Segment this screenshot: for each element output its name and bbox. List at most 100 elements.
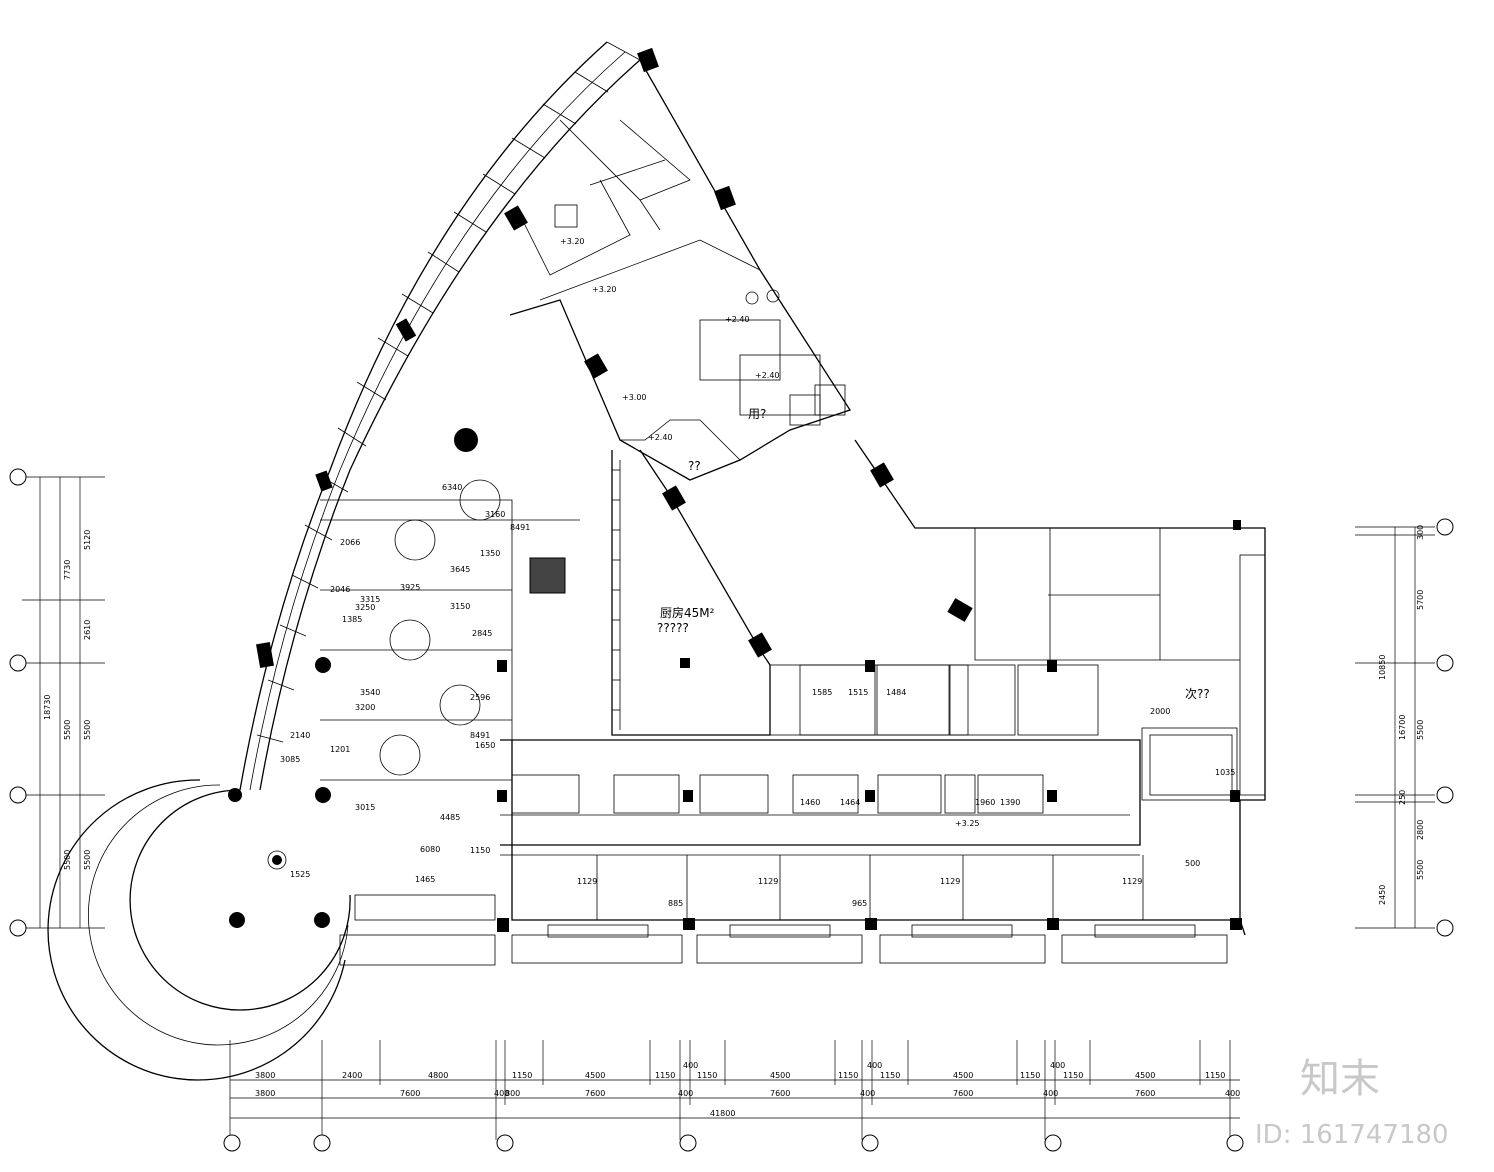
dimension-label: 3315 [360, 595, 380, 604]
dimension-label: 1464 [840, 798, 860, 807]
dimension-label: 1129 [577, 877, 597, 886]
dimension-label: 1150 [838, 1071, 858, 1080]
dimension-label: 10850 [1378, 655, 1387, 680]
dimension-label: 41800 [710, 1109, 735, 1118]
dimension-label: 4800 [428, 1071, 448, 1080]
room-b-label: 用? [748, 407, 766, 421]
dimension-label: 5500 [1416, 860, 1425, 880]
dimension-label: 1650 [475, 741, 495, 750]
dimension-label: 1150 [470, 846, 490, 855]
dimension-label: 1585 [812, 688, 832, 697]
kitchen: 厨房45M² ????? [611, 449, 771, 736]
dimension-label: +3.25 [955, 819, 980, 828]
dimension-label: 5500 [1416, 720, 1425, 740]
level-markers: +3.20 +3.20 +2.40 +2.40 +3.00 +2.40 +3.2… [560, 237, 980, 828]
dimension-label: 1460 [800, 798, 820, 807]
dimension-label: 400 [1225, 1089, 1240, 1098]
dimension-label: 2066 [340, 538, 360, 547]
dimension-label: 4500 [1135, 1071, 1155, 1080]
dimension-label: 1515 [848, 688, 868, 697]
dimension-label: 7600 [953, 1089, 973, 1098]
dimension-label: 1035 [1215, 768, 1235, 777]
dimension-label: 3925 [400, 583, 420, 592]
dimension-label: 3250 [355, 603, 375, 612]
dimension-label: 1150 [655, 1071, 675, 1080]
dimension-label: 8491 [510, 523, 530, 532]
dimension-label: 2610 [83, 620, 92, 640]
dimension-label: 7600 [585, 1089, 605, 1098]
dimension-label: 1390 [1000, 798, 1020, 807]
dimension-label: 1150 [880, 1071, 900, 1080]
dimension-label: 1150 [512, 1071, 532, 1080]
dimension-label: 6340 [442, 483, 462, 492]
dimension-label: 5500 [83, 850, 92, 870]
dimension-label: 4500 [585, 1071, 605, 1080]
dimension-label: 5500 [83, 720, 92, 740]
dimension-label: 965 [852, 899, 867, 908]
dimension-label: 7600 [400, 1089, 420, 1098]
dimension-label: 1129 [758, 877, 778, 886]
dimension-label: 2450 [1378, 885, 1387, 905]
left-dimensions: 7730 5500 5500 5120 2610 5500 5500 18730 [9, 468, 105, 937]
dimension-label: 6080 [420, 845, 440, 854]
curved-facade [239, 41, 641, 791]
dimension-label: 400 [867, 1061, 882, 1070]
dimension-label: 2000 [1150, 707, 1170, 716]
dimension-label: 1201 [330, 745, 350, 754]
dimension-label: 3085 [280, 755, 300, 764]
bottom-dimensions: 3800 2400 4800 1150 4500 1150 1150 4500 … [223, 1040, 1244, 1152]
dimension-label: 1150 [1020, 1071, 1040, 1080]
dimension-label: 8491 [470, 731, 490, 740]
dimension-label: 4485 [440, 813, 460, 822]
dimension-label: 7600 [770, 1089, 790, 1098]
dimension-label: +2.40 [725, 315, 750, 324]
dimension-label: 1350 [480, 549, 500, 558]
dimension-label: +2.40 [648, 433, 673, 442]
dimension-label: 400 [1050, 1061, 1065, 1070]
dimension-label: 1525 [290, 870, 310, 879]
dimension-label: 3160 [485, 510, 505, 519]
watermark-brand: 知末 [1300, 1056, 1380, 1102]
dimension-label: 1150 [1205, 1071, 1225, 1080]
dimension-label: 4500 [953, 1071, 973, 1080]
dimension-label: 400 [683, 1061, 698, 1070]
dimension-label: 2046 [330, 585, 350, 594]
dimension-label: +3.00 [622, 393, 647, 402]
upper-service-wing: ?? 用? [509, 59, 851, 481]
dimension-label: +3.20 [592, 285, 617, 294]
interior-dimensions: 6340 3160 8491 2066 1350 3645 2046 3315 … [280, 483, 1235, 908]
dimension-label: 1465 [415, 875, 435, 884]
structural-columns [256, 47, 973, 669]
room-a-label: ?? [688, 459, 701, 473]
dimension-label: 2140 [290, 731, 310, 740]
rotunda [47, 779, 351, 1081]
dimension-label: 300 [1416, 525, 1425, 540]
dimension-label: 5500 [63, 720, 72, 740]
dimension-label: 3015 [355, 803, 375, 812]
dimension-label: 5500 [63, 850, 72, 870]
guest-rooms [339, 520, 1242, 966]
dimension-label: 5700 [1416, 590, 1425, 610]
dimension-label: 800 [505, 1089, 520, 1098]
right-dimensions: 300 5700 5500 2800 5500 10850 16700 2450… [1355, 518, 1454, 937]
dimension-label: 500 [1185, 859, 1200, 868]
dimension-label: 250 [1398, 790, 1407, 805]
dimension-label: +3.20 [560, 237, 585, 246]
dimension-label: 2845 [472, 629, 492, 638]
dimension-label: 400 [678, 1089, 693, 1098]
kitchen-sublabel: ????? [657, 621, 689, 635]
watermark-id: ID: 161747180 [1255, 1120, 1449, 1150]
dimension-label: 400 [860, 1089, 875, 1098]
dimension-label: +2.40 [755, 371, 780, 380]
dimension-label: 3540 [360, 688, 380, 697]
dimension-label: 1385 [342, 615, 362, 624]
right-wing: 次?? [854, 439, 1266, 936]
dimension-label: 1129 [940, 877, 960, 886]
kitchen-label: 厨房45M² [660, 605, 715, 620]
dining-area [228, 428, 580, 928]
dimension-label: 3800 [255, 1071, 275, 1080]
dimension-label: 3150 [450, 602, 470, 611]
dimension-label: 3200 [355, 703, 375, 712]
dimension-label: 1960 [975, 798, 995, 807]
